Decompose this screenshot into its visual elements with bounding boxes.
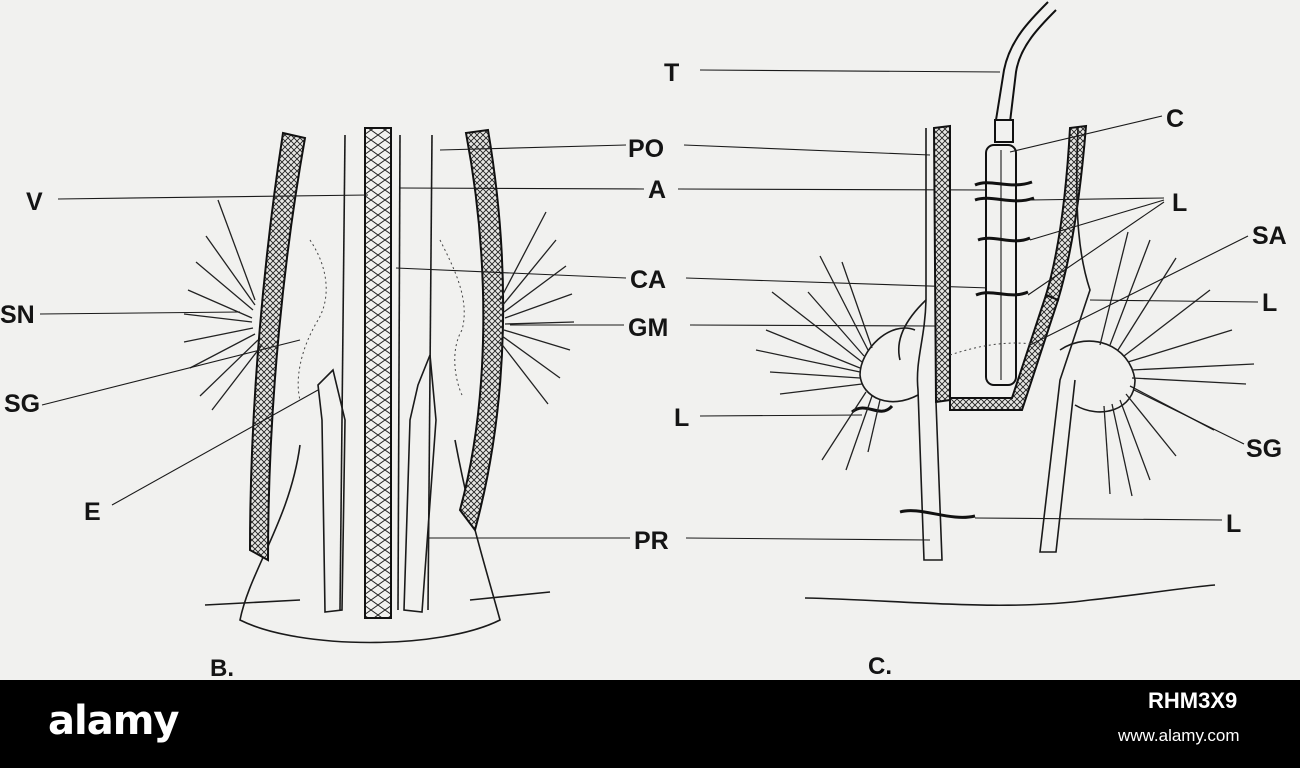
label-sg-c: SG bbox=[1246, 435, 1282, 463]
label-e: E bbox=[84, 498, 101, 526]
leader-po-left bbox=[439, 144, 627, 151]
leader-sg-c bbox=[1133, 389, 1245, 445]
center-labels: T PO A CA GM L PR bbox=[395, 59, 1001, 555]
label-l-1: L bbox=[1172, 189, 1187, 217]
watermark-footer: alamy RHM3X9 www.alamy.com bbox=[0, 680, 1300, 768]
label-sa: SA bbox=[1252, 222, 1287, 250]
left-ganglion-fan bbox=[755, 255, 919, 471]
left-root-c bbox=[916, 128, 943, 561]
leader-gm-right bbox=[689, 324, 936, 327]
brand-logo[interactable]: alamy bbox=[48, 698, 179, 744]
leader-l-1a bbox=[1029, 197, 1165, 201]
leader-l-3 bbox=[974, 517, 1223, 521]
image-id: RHM3X9 bbox=[1148, 688, 1238, 713]
ligature-left-ganglion bbox=[851, 404, 894, 414]
tube-outer-left bbox=[995, 1, 1049, 121]
leader-l-2 bbox=[1089, 299, 1259, 303]
left-nerve-fan bbox=[183, 199, 263, 411]
right-vessel-c bbox=[1044, 124, 1088, 302]
dotted-outline-right bbox=[439, 239, 465, 396]
leader-t bbox=[699, 69, 1001, 73]
label-po: PO bbox=[628, 135, 664, 163]
leader-po-right bbox=[683, 144, 931, 156]
pr-rod-right bbox=[403, 354, 437, 613]
left-vessel-c bbox=[932, 124, 951, 404]
left-root-branch bbox=[898, 299, 927, 361]
tube-outer-right bbox=[1009, 9, 1057, 123]
sa-connecting-artery bbox=[949, 293, 1060, 411]
ligature-2 bbox=[974, 196, 1035, 203]
label-a: A bbox=[648, 176, 666, 204]
anatomical-diagram: V SN SG E B. T PO A CA GM L PR bbox=[0, 1, 1287, 680]
leader-c bbox=[1009, 115, 1163, 153]
label-ca: CA bbox=[630, 266, 666, 294]
vessel-line-mid bbox=[397, 134, 401, 611]
label-gm: GM bbox=[628, 314, 668, 342]
ligature-4 bbox=[975, 290, 1029, 297]
central-artery bbox=[364, 127, 392, 619]
tube-connector bbox=[994, 119, 1014, 143]
leader-sn bbox=[39, 311, 241, 315]
label-t: T bbox=[664, 59, 679, 87]
leader-e bbox=[111, 389, 319, 506]
panel-b-drawing bbox=[183, 127, 575, 644]
panel-label-c: C. bbox=[868, 653, 892, 680]
leader-sa bbox=[1029, 235, 1249, 346]
label-l-3: L bbox=[1226, 510, 1241, 538]
leader-sg bbox=[41, 339, 301, 406]
vessel-line-left bbox=[339, 134, 346, 611]
dotted-outline-left bbox=[297, 239, 327, 401]
ligature-3 bbox=[977, 236, 1031, 243]
ligature-left-root bbox=[899, 509, 976, 519]
leader-pr-right bbox=[685, 537, 931, 541]
dotted-connection-c bbox=[949, 342, 1041, 356]
label-c: C bbox=[1166, 105, 1184, 133]
left-vessel-wall bbox=[248, 131, 307, 562]
right-ganglion-fan bbox=[1059, 231, 1255, 497]
label-v: V bbox=[26, 188, 43, 216]
pr-rod-left bbox=[317, 368, 346, 613]
ligature-1 bbox=[974, 180, 1033, 187]
leader-a-left bbox=[399, 187, 645, 190]
right-root-c bbox=[1039, 127, 1091, 553]
site-url[interactable]: www.alamy.com bbox=[1118, 726, 1240, 745]
panel-label-b: B. bbox=[210, 655, 234, 680]
label-l-2: L bbox=[1262, 289, 1277, 317]
right-vessel-wall bbox=[458, 128, 505, 533]
panel-c-ground bbox=[804, 584, 1216, 607]
panel-b-labels: V SN SG E B. bbox=[0, 188, 369, 680]
label-sg: SG bbox=[4, 390, 40, 418]
right-nerve-fan bbox=[499, 211, 575, 405]
label-pr: PR bbox=[634, 527, 669, 555]
label-l-center: L bbox=[674, 404, 689, 432]
label-sn: SN bbox=[0, 301, 35, 329]
panel-c-drawing bbox=[755, 1, 1255, 607]
leader-ca-left bbox=[395, 267, 627, 279]
leader-l-center bbox=[699, 414, 863, 417]
leader-v bbox=[57, 194, 369, 200]
leader-l-1b bbox=[1029, 199, 1165, 241]
panel-b-ground-left bbox=[204, 599, 301, 606]
panel-b-ground-right bbox=[469, 591, 551, 601]
leader-l-1c bbox=[1027, 201, 1165, 296]
panel-c-labels: C L SA L SG L C. bbox=[868, 105, 1287, 680]
